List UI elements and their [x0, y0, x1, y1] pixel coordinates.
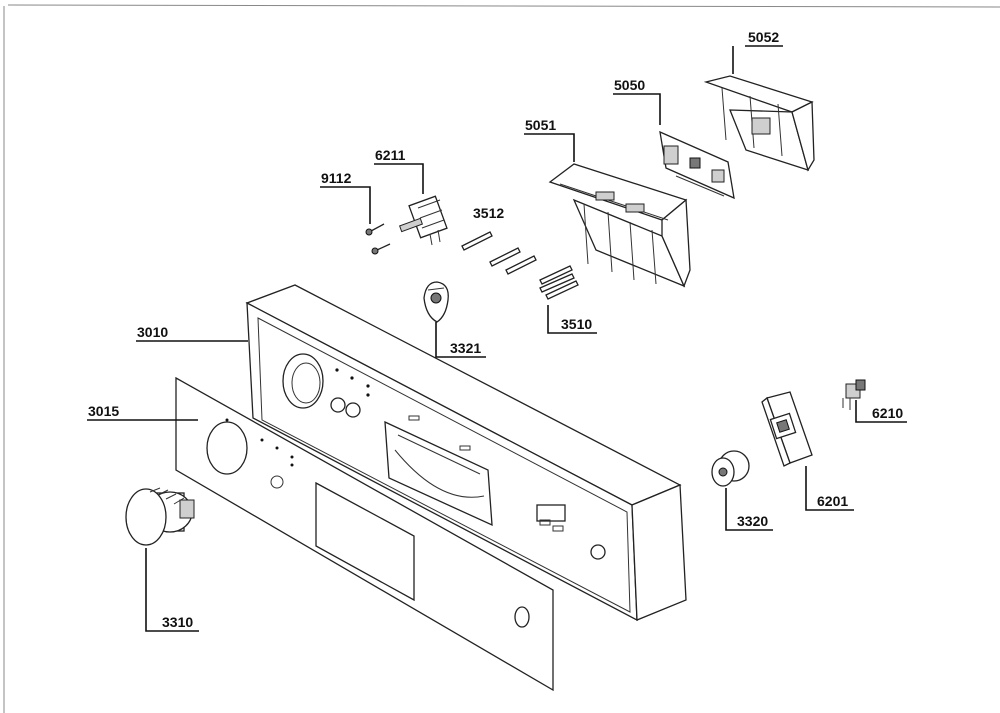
part-light-guides-3512	[461, 231, 537, 275]
callout-3510: 3510	[561, 316, 592, 332]
callout-3310: 3310	[162, 614, 193, 630]
part-rotary-switch-6211	[398, 195, 448, 246]
part-knob-3310	[125, 487, 195, 546]
callout-labels: 5052 5050 5051 6211 9112 3512 3010 3015 …	[88, 29, 903, 630]
callout-6201: 6201	[817, 493, 848, 509]
part-pcb-5050	[659, 130, 735, 200]
callout-6210: 6210	[872, 405, 903, 421]
callout-9112: 9112	[321, 170, 352, 186]
part-light-guides-3510	[539, 265, 579, 300]
callout-5050: 5050	[614, 77, 645, 93]
callout-3512: 3512	[473, 205, 504, 221]
callout-3321: 3321	[450, 340, 481, 356]
callout-3010: 3010	[137, 324, 168, 340]
part-housing-5052	[703, 75, 815, 172]
part-fascia-plate-3015	[175, 376, 554, 692]
part-switch-6210	[842, 379, 866, 410]
callout-3015: 3015	[88, 403, 119, 419]
callout-3320: 3320	[737, 513, 768, 529]
leader-lines	[87, 45, 907, 632]
part-frame-5051	[548, 163, 691, 288]
callout-6211: 6211	[375, 147, 406, 163]
part-holder-3321	[423, 281, 449, 323]
callout-5052: 5052	[748, 29, 779, 45]
callout-5051: 5051	[525, 117, 556, 133]
part-button-cover-6201	[761, 391, 813, 467]
page-frame	[3, 4, 1000, 713]
part-control-panel-3010	[245, 284, 687, 622]
part-screws-9112	[365, 223, 391, 255]
part-knob-3320	[711, 450, 750, 487]
